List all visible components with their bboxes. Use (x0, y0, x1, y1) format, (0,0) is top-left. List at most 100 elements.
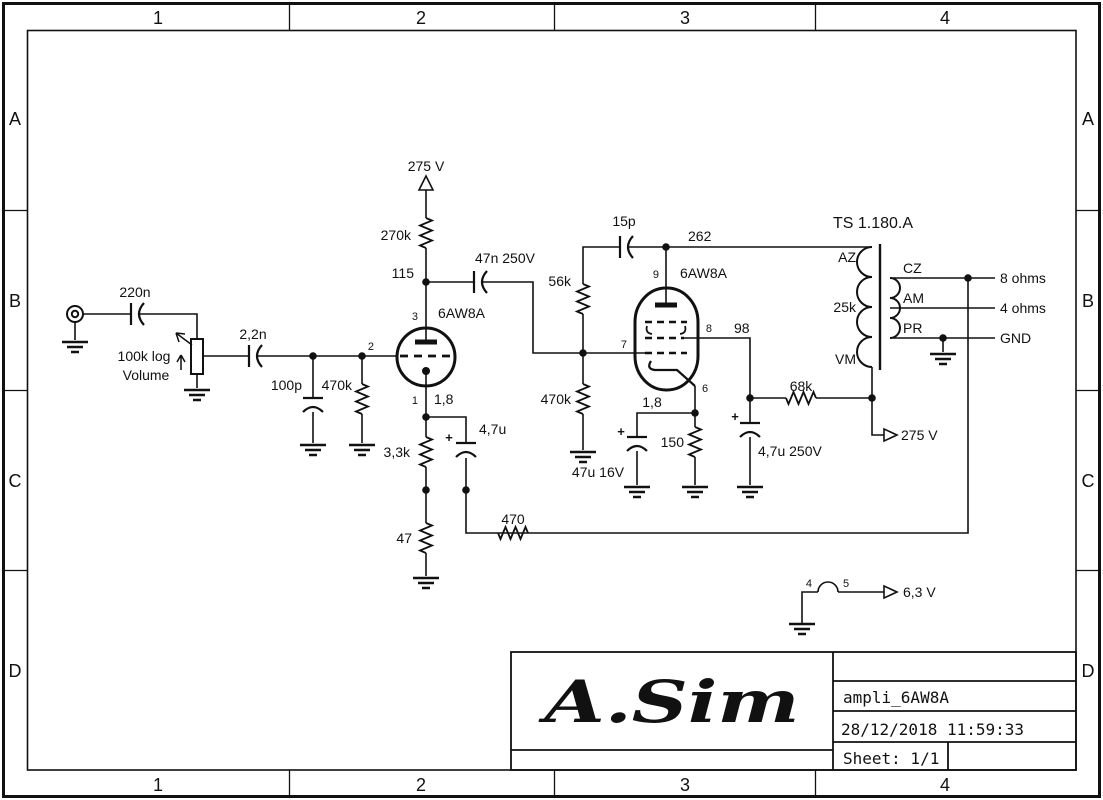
tube1-envelope (395, 326, 457, 388)
label-t2-pin-plate: 9 (653, 269, 659, 281)
heater-arrow (883, 584, 899, 600)
resistor-470k-2 (574, 383, 592, 415)
row-label-left-b: B (9, 291, 21, 311)
label-heater-pin-5: 5 (843, 578, 849, 590)
junction-dot (939, 334, 947, 342)
junction-dot (422, 413, 430, 421)
wires-tube2-screen-cathode (636, 337, 872, 485)
junction-dot (422, 486, 430, 494)
label-b-plus-right: 275 V (901, 427, 938, 443)
wires-transformer (871, 277, 995, 436)
junction-dots (309, 243, 972, 494)
resistor-68k (785, 389, 817, 407)
tube1-triode (395, 326, 457, 388)
junction-dot (579, 349, 587, 357)
pot-body (190, 338, 204, 375)
label-cap-15p: 15p (612, 213, 636, 229)
label-cap-47n: 47n 250V (475, 250, 536, 266)
transformer-primary-coil (856, 246, 873, 368)
pot-wiper-arrow (175, 332, 193, 346)
label-plus-47u: + (617, 424, 625, 439)
label-cap-100p: 100p (271, 377, 302, 393)
capacitor-2n2 (247, 344, 263, 368)
label-primary-impedance: 25k (833, 299, 857, 315)
resistors (353, 217, 817, 554)
ground-secondary (930, 352, 956, 366)
label-r-68k: 68k (790, 378, 814, 394)
label-r-470: 470 (501, 511, 525, 527)
heater-jumper-arc (817, 581, 839, 593)
row-label-left-d: D (9, 661, 22, 681)
col-label-bottom-4: 4 (940, 775, 950, 795)
wires-tube1-plate (425, 190, 583, 354)
label-r-470k-2: 470k (541, 391, 572, 407)
zone-labels: 1 2 3 4 1 2 3 4 A B C D A B C D (9, 8, 1095, 795)
title-block-dividers (511, 652, 1076, 770)
tube2-cathode (648, 360, 696, 387)
component-labels: 220n 100k log Volume 2,2n 100p 470k 2 3 … (118, 158, 1046, 600)
title-block: A.Sim ampli_6AW8A 28/12/2018 11:59:33 Sh… (510, 651, 1077, 771)
label-t2-v-cathode: 1,8 (642, 394, 662, 410)
label-t2-pin-screen: 8 (706, 323, 712, 335)
jack-inner-pin (70, 309, 80, 319)
label-tap-pr: PR (903, 320, 922, 336)
tube2-pentode (633, 286, 700, 392)
label-r-470k-1: 470k (322, 377, 353, 393)
label-tap-vm: VM (835, 351, 856, 367)
resistor-470 (497, 524, 529, 542)
label-b-plus-top: 275 V (408, 158, 445, 174)
capacitor-100p (302, 396, 324, 413)
project-name: ampli_6AW8A (843, 688, 949, 707)
ground-heater (789, 622, 815, 636)
ground-cap-47u (624, 485, 650, 499)
wires-input (74, 313, 397, 443)
ground-input-jack (62, 340, 88, 354)
tube1-cathode (422, 367, 430, 375)
label-t2-pin-cathode: 6 (702, 383, 708, 395)
resistor-270k (417, 217, 435, 249)
col-label-bottom-2: 2 (416, 775, 426, 795)
label-tap-am: AM (903, 290, 924, 306)
junction-dot (662, 243, 670, 251)
label-r-47: 47 (396, 530, 412, 546)
col-label-bottom-3: 3 (680, 775, 690, 795)
ground-r-47 (413, 576, 439, 590)
col-label-top-3: 3 (680, 8, 690, 28)
date-time: 28/12/2018 11:59:33 (841, 720, 1024, 739)
ground-symbols (62, 340, 956, 636)
label-t1-pin-cathode: 1 (412, 395, 418, 407)
resistor-150 (686, 426, 704, 458)
label-r-150: 150 (661, 434, 685, 450)
label-t2-v-plate: 262 (688, 228, 712, 244)
ground-r-470k-1 (349, 443, 375, 457)
col-label-top-4: 4 (940, 8, 950, 28)
ground-cap-4u7-250 (737, 485, 763, 499)
row-label-right-a: A (1082, 109, 1094, 129)
resistor-47 (417, 522, 435, 554)
label-t1-v-plate: 115 (392, 265, 415, 281)
junction-dot (691, 409, 699, 417)
label-cap-2n2: 2,2n (239, 326, 266, 342)
resistor-56k (574, 283, 592, 315)
b-plus-arrow-top (417, 174, 435, 191)
row-label-right-b: B (1082, 291, 1094, 311)
volume-potentiometer (175, 332, 204, 375)
capacitor-15p (618, 235, 634, 259)
label-cap-4u7-250: 4,7u 250V (758, 443, 822, 459)
tube2-envelope (633, 286, 700, 392)
junction-dot (964, 274, 972, 282)
label-cap-220n: 220n (119, 284, 150, 300)
resistor-470k-1 (353, 383, 371, 415)
junction-dot (462, 486, 470, 494)
wires (74, 190, 995, 624)
row-label-right-d: D (1082, 661, 1095, 681)
label-plus-4u7-250: + (731, 409, 739, 424)
junction-dot (422, 278, 430, 286)
label-r-3k3: 3,3k (384, 444, 411, 460)
capacitor-47n (472, 270, 488, 294)
junction-dot (358, 352, 366, 360)
label-pot-name: Volume (123, 367, 170, 383)
row-label-right-c: C (1082, 471, 1095, 491)
